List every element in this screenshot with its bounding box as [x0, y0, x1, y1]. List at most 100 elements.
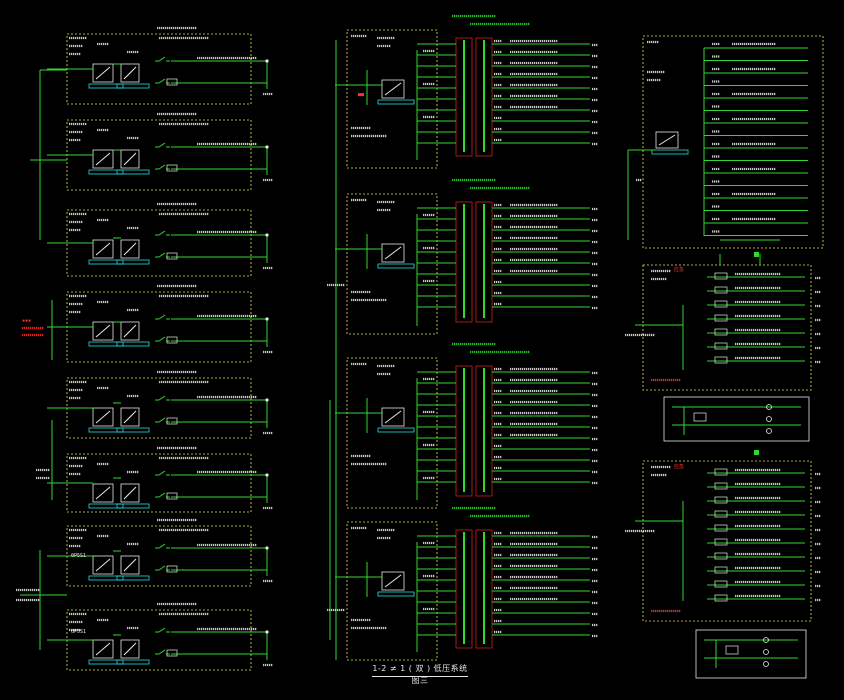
device-diagonal: [123, 242, 137, 256]
device-label-box: [377, 263, 415, 269]
device-body: [381, 407, 405, 427]
device-diagonal: [384, 574, 402, 588]
feeder-panel-frame: [66, 119, 252, 191]
device-label-box: [88, 169, 124, 175]
breaker-contact: [158, 336, 166, 342]
feeder-panel-frame: [66, 291, 252, 363]
indicator-lamp: [763, 649, 769, 655]
distribution-panel-frame: [346, 193, 438, 335]
device-label-box: [88, 341, 124, 347]
power-meter-device: [88, 639, 124, 665]
breaker-contact: [158, 565, 166, 571]
device-label-box: [116, 169, 150, 175]
feeder-breaker: [155, 649, 170, 655]
device-body: [120, 149, 140, 169]
terminal-dot: [265, 59, 269, 63]
device-diagonal: [95, 324, 111, 338]
device-diagonal: [123, 66, 137, 80]
device-body: [381, 243, 405, 263]
breaker-box: [714, 314, 728, 322]
power-meter-device: [88, 483, 124, 509]
fire-panel-frame: [642, 264, 812, 391]
fuse-symbol: [166, 417, 178, 425]
fuse-symbol: [166, 565, 178, 573]
device-diagonal: [384, 246, 402, 260]
device-diagonal: [123, 152, 137, 166]
terminal-dot: [265, 317, 269, 321]
feeder-breaker: [155, 252, 170, 258]
contactor-symbol: [725, 645, 739, 655]
terminal-dot: [265, 145, 269, 149]
breaker-box: [714, 328, 728, 336]
busbar-outline: [475, 201, 493, 323]
control-box-frame: [663, 396, 810, 442]
contactor-symbol: [693, 412, 707, 422]
device-label-box: [116, 427, 150, 433]
device-label-box: [377, 99, 415, 105]
feeder-breaker: [155, 78, 170, 84]
device-body: [92, 407, 114, 427]
warning-label: ▪▪▪: [22, 318, 31, 324]
breaker-contact: [158, 417, 166, 423]
device-label-box: [88, 427, 124, 433]
terminal-dot: [265, 546, 269, 550]
breaker-contact: [158, 142, 166, 148]
device-body: [655, 131, 679, 149]
device-body: [92, 321, 114, 341]
busbar-outline: [455, 529, 473, 649]
power-meter-device: [88, 63, 124, 89]
breaker-contact: [158, 230, 166, 236]
power-meter-device: [377, 243, 415, 269]
power-meter-device: [88, 555, 124, 581]
fuse-symbol: [166, 164, 178, 172]
feeder-breaker: [155, 164, 170, 170]
power-meter-device: [116, 555, 150, 581]
device-label-box: [116, 341, 150, 347]
device-diagonal: [95, 410, 111, 424]
feeder-panel-frame: [66, 209, 252, 277]
feeder-panel-frame: [66, 33, 252, 105]
device-label-box: [88, 503, 124, 509]
device-body: [92, 149, 114, 169]
distribution-panel-frame: [346, 357, 438, 509]
middle-distribution-column: ■■: [327, 14, 598, 661]
tag-square: [754, 450, 759, 455]
device-label-box: [377, 427, 415, 433]
breaker-box: [714, 552, 728, 560]
breaker-contact: [158, 395, 166, 401]
busbar-outline: [475, 37, 493, 157]
breaker-box: [714, 524, 728, 532]
power-meter-device: [116, 483, 150, 509]
power-meter-device: [116, 63, 150, 89]
device-diagonal: [95, 152, 111, 166]
breaker-box: [714, 468, 728, 476]
busbar-outline: [455, 201, 473, 323]
device-body: [92, 555, 114, 575]
device-body: [120, 483, 140, 503]
right-panel-frame: [642, 35, 824, 249]
device-label-box: [116, 83, 150, 89]
breaker-box: [714, 356, 728, 364]
indicator-lamp: [766, 416, 772, 422]
terminal-dot: [265, 233, 269, 237]
feeder-breaker: [155, 314, 170, 320]
warning-label: ■■: [358, 92, 364, 98]
breaker-box: [714, 510, 728, 518]
device-label-box: [88, 575, 124, 581]
power-meter-device: [88, 407, 124, 433]
feeder-breaker: [155, 56, 170, 62]
breaker-box: [714, 566, 728, 574]
busbar-outline: [455, 37, 473, 157]
breaker-contact: [158, 649, 166, 655]
device-diagonal: [384, 82, 402, 96]
device-label-box: [377, 591, 415, 597]
terminal-dot: [265, 398, 269, 402]
device-diagonal: [95, 66, 111, 80]
breaker-box: [714, 272, 728, 280]
breaker-contact: [158, 314, 166, 320]
fuse-symbol: [166, 649, 178, 657]
device-body: [92, 239, 114, 259]
breaker-contact: [158, 470, 166, 476]
device-label-box: [88, 83, 124, 89]
breaker-box: [714, 286, 728, 294]
